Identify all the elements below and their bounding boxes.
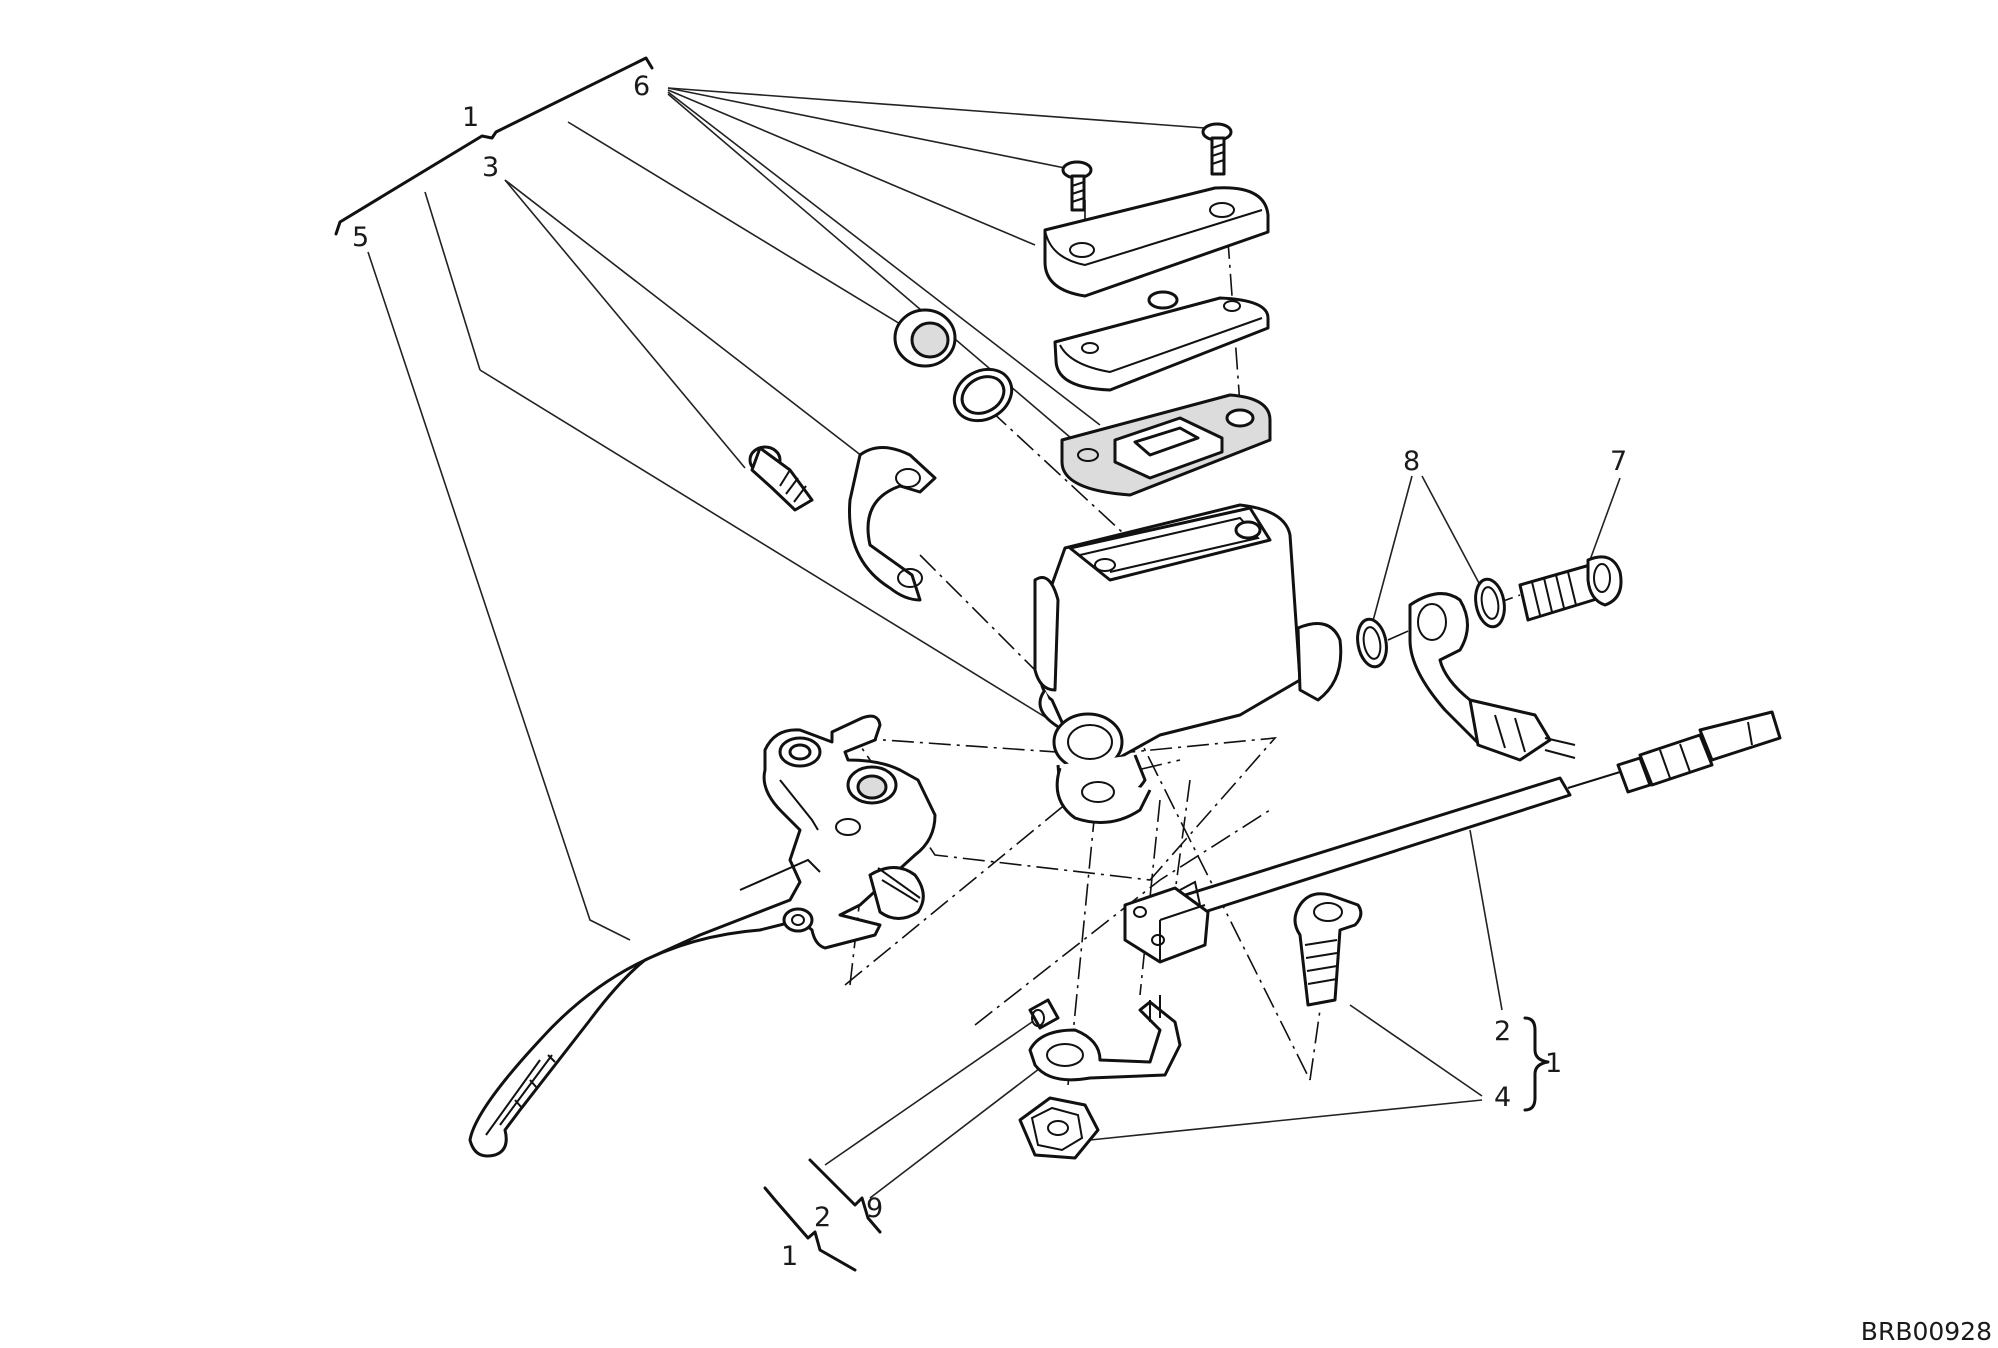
seal-ring	[893, 308, 1014, 423]
master-cylinder-body	[1033, 503, 1343, 824]
callout-1-right: 1	[1545, 1048, 1562, 1079]
callout-9: 9	[866, 1193, 883, 1224]
brake-light-switch	[1123, 880, 1210, 964]
brake-lever	[468, 714, 937, 1158]
switch-bracket	[1028, 995, 1182, 1082]
clamp-screw	[748, 445, 814, 512]
drawing-code: BRB00928	[1861, 1317, 1992, 1346]
callout-8: 8	[1403, 446, 1420, 477]
reservoir-cap-screws	[1061, 122, 1233, 212]
callout-labels: 1 6 3 5 8 7 2 1 4 9 2 1 BRB00928	[352, 71, 1992, 1346]
callout-7: 7	[1610, 446, 1627, 477]
reservoir-plate	[1053, 290, 1270, 392]
callout-4: 4	[1494, 1082, 1511, 1113]
callout-6: 6	[633, 71, 650, 102]
callout-2-bottom: 2	[814, 1202, 831, 1233]
brake-hose-banjo	[1408, 592, 1576, 762]
group-braces	[334, 56, 1550, 1272]
pivot-bushing	[1293, 892, 1363, 1007]
callout-3: 3	[482, 152, 499, 183]
callout-1-top: 1	[462, 102, 479, 133]
reservoir-cap	[1043, 186, 1270, 298]
callout-1-bottom: 1	[781, 1241, 798, 1272]
lock-nut	[1018, 1096, 1100, 1160]
pin	[1028, 998, 1060, 1030]
banjo-washers	[1356, 577, 1506, 669]
banjo-bolt	[1518, 555, 1623, 622]
callout-5: 5	[352, 222, 369, 253]
reservoir-diaphragm	[1060, 393, 1272, 497]
leader-lines	[367, 87, 1621, 1199]
callout-2-right: 2	[1494, 1016, 1511, 1047]
handlebar-clamp	[848, 446, 937, 602]
